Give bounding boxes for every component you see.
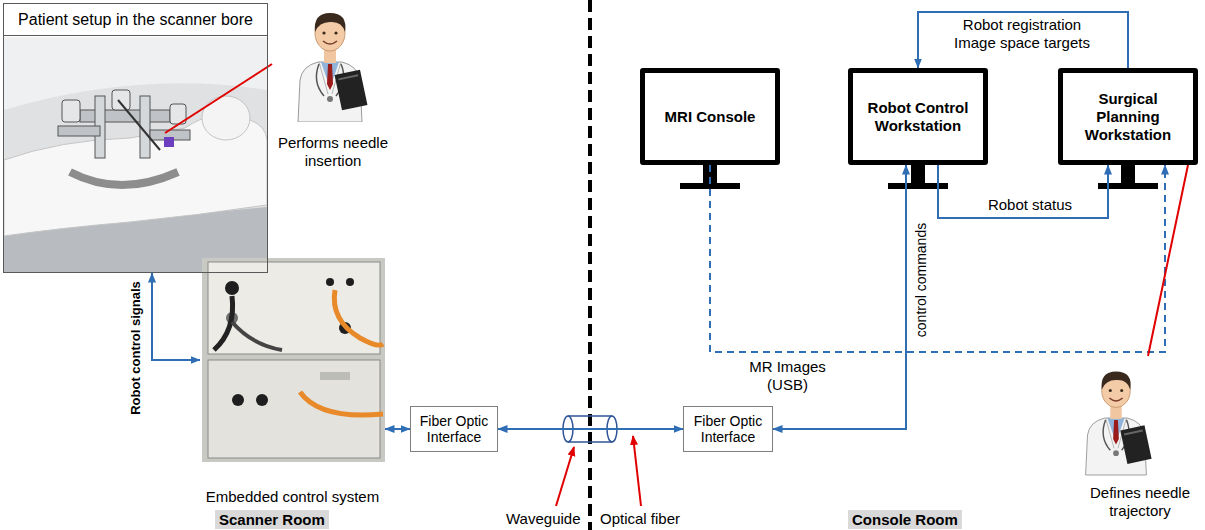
scanner-bore-illustration [4, 37, 267, 272]
connector [152, 273, 200, 360]
fiducial-marker [164, 137, 174, 147]
interface-box: Fiber Optic Interface [683, 406, 773, 452]
leader-arrow [556, 447, 574, 506]
leader-arrow [633, 436, 641, 506]
needle-robot [58, 90, 190, 185]
doctor-figure [1086, 371, 1152, 475]
edge-label: Robot control signals [128, 281, 144, 415]
connector [326, 278, 334, 286]
edge-label: Robot registration Image space targets [947, 16, 1097, 52]
callout-label: Optical fiber [600, 510, 680, 527]
monitor-stands [680, 165, 1158, 189]
grey-cable [232, 322, 282, 350]
edge-label: control commands [913, 223, 930, 337]
node-label: Fiber Optic Interface [415, 413, 493, 445]
interface-box: Fiber Optic Interface [410, 406, 498, 452]
edge-label: Robot status [975, 196, 1085, 214]
node-label: MRI Console [653, 108, 767, 126]
node-label: Defines needle trajectory [1078, 484, 1202, 520]
connector [256, 394, 268, 406]
robot-rail [80, 110, 170, 122]
connector [232, 394, 244, 406]
node-label: Embedded control system [206, 488, 379, 506]
black-cable [214, 296, 233, 350]
connector [1148, 165, 1188, 356]
orange-cable [300, 392, 383, 415]
hardware-photo: Embedded control system [200, 256, 385, 506]
mannequin-head [202, 96, 250, 140]
node-label: Performs needle insertion [272, 134, 394, 170]
connector [346, 278, 354, 286]
connector [710, 165, 1165, 352]
robot-arm [58, 126, 100, 136]
callout-label: Waveguide [506, 510, 581, 527]
doctor-figure [298, 13, 367, 122]
node-label: Robot Control Workstation [861, 99, 975, 135]
monitor-screen: MRI Console [640, 68, 780, 165]
person-figure: Defines needle trajectory [1078, 356, 1202, 520]
control-box-photo [202, 258, 385, 462]
connector [165, 64, 272, 133]
person-figure: Performs needle insertion [272, 2, 394, 170]
edge-label: MR Images (USB) [740, 358, 835, 394]
orange-cable [334, 290, 383, 345]
node-label: Fiber Optic Interface [688, 413, 768, 445]
lower-unit [208, 360, 380, 458]
connector [498, 428, 683, 430]
monitor-screen: Robot Control Workstation [848, 68, 988, 165]
connector [225, 281, 239, 295]
connector [938, 165, 1108, 218]
robot-knob [112, 90, 130, 110]
bore-ground [4, 37, 267, 272]
photo-ground [202, 258, 385, 462]
room-label: Console Room [848, 510, 962, 529]
room-divider [588, 0, 592, 530]
upper-unit [208, 262, 380, 354]
panel-plate [320, 372, 350, 380]
scene-panel: Patient setup in the scanner bore [3, 3, 268, 273]
room-label: Scanner Room [215, 510, 329, 529]
robot-base-arc [70, 172, 178, 185]
monitor-neck [911, 165, 925, 183]
node-label: Patient setup in the scanner bore [4, 4, 267, 36]
needle-guide [118, 100, 160, 150]
node-label: Surgical Planning Workstation [1071, 90, 1185, 144]
monitor-neck [1121, 165, 1135, 183]
connector [385, 428, 410, 430]
robot-knob [62, 100, 80, 122]
monitor-screen: Surgical Planning Workstation [1058, 68, 1198, 165]
connector [918, 12, 1128, 68]
